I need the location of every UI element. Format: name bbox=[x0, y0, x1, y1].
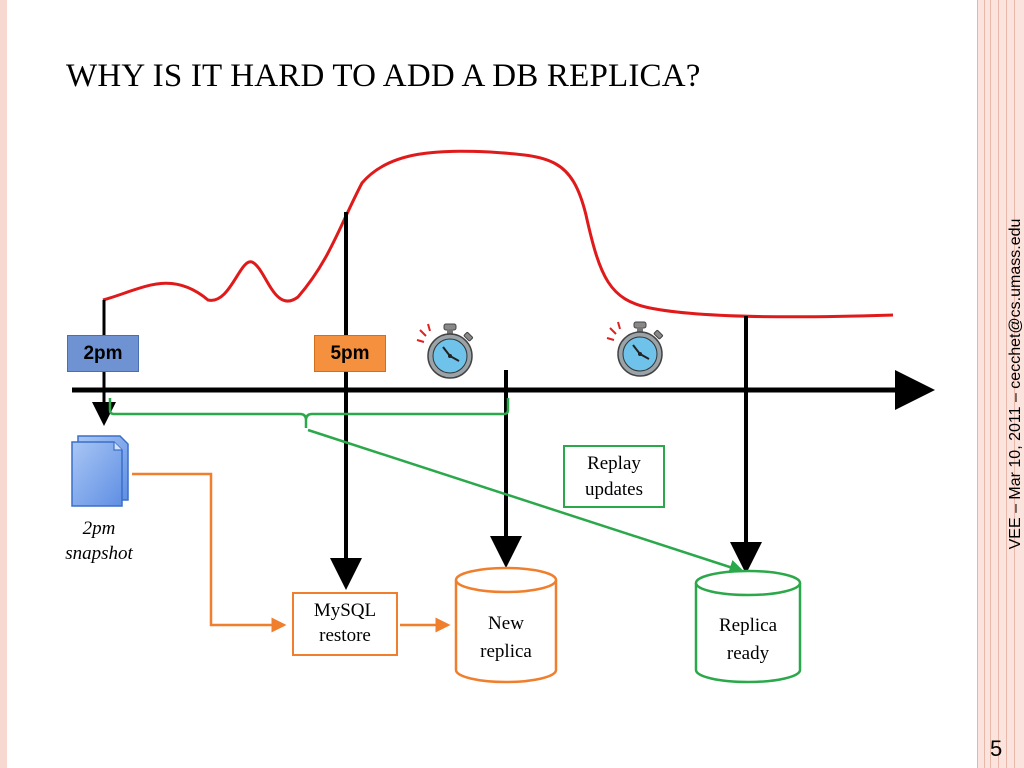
left-frame-border bbox=[0, 0, 7, 768]
new-replica-cylinder bbox=[454, 566, 558, 684]
load-curve bbox=[102, 149, 894, 319]
stopwatch-icon bbox=[416, 323, 474, 379]
document-stack-icon bbox=[71, 435, 129, 507]
page-number: 5 bbox=[990, 736, 1003, 761]
mysql-restore-box: MySQL restore bbox=[292, 592, 398, 656]
slide-title: WHY IS IT HARD TO ADD A DB REPLICA? bbox=[66, 58, 701, 94]
replica-ready-cylinder bbox=[694, 569, 802, 684]
snapshot-label-line2: snapshot bbox=[65, 542, 133, 564]
replay-brace bbox=[108, 398, 510, 428]
replay-box-line2: updates bbox=[584, 478, 644, 500]
stopwatch-icon bbox=[606, 321, 664, 377]
footer-vertical-text: VEE – Mar 10, 2011 – cecchet@cs.umass.ed… bbox=[1007, 218, 1024, 550]
replay-connector bbox=[307, 428, 745, 575]
snapshot-label: 2pm snapshot bbox=[46, 517, 152, 566]
new-replica-label: New replica bbox=[456, 610, 556, 665]
replica-ready-line1: Replica bbox=[718, 615, 778, 636]
time-label-5pm: 5pm bbox=[314, 335, 386, 372]
mysql-box-line1: MySQL bbox=[313, 600, 377, 622]
snapshot-label-line1: 2pm bbox=[82, 518, 116, 539]
right-frame-border bbox=[977, 0, 1024, 768]
new-replica-line2: replica bbox=[480, 640, 532, 662]
mysql-box-line2: restore bbox=[319, 625, 371, 646]
replica-ready-label: Replica ready bbox=[696, 612, 800, 667]
replay-box-line1: Replay bbox=[587, 452, 641, 474]
snapshot-to-restore-connector bbox=[132, 472, 287, 633]
replica-ready-line2: ready bbox=[726, 642, 770, 664]
new-replica-line1: New bbox=[488, 613, 524, 634]
replay-updates-box: Replay updates bbox=[563, 445, 665, 508]
time-label-2pm: 2pm bbox=[67, 335, 139, 372]
